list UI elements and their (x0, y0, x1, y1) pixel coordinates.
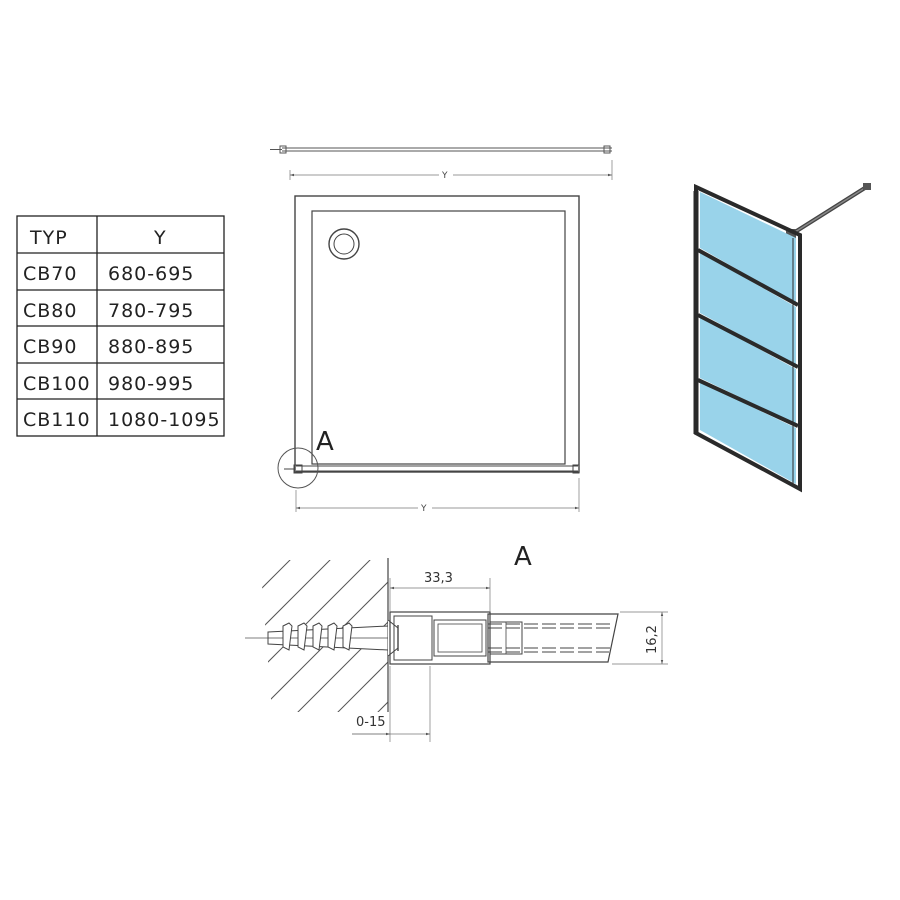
table-header-y: Y (153, 227, 167, 249)
dimension-y-top: Y (289, 160, 613, 181)
panel-3d-view (693, 183, 871, 493)
table-cell-typ: CB110 (23, 409, 91, 431)
table-header-typ: TYP (29, 227, 68, 249)
table-cell-typ: CB80 (23, 300, 77, 322)
dimension-y-bottom: Y (295, 478, 580, 514)
plan-view: Y A Y (270, 145, 613, 514)
table-cell-y: 680-695 (108, 263, 194, 285)
table-cell-y: 780-795 (108, 300, 194, 322)
dim-label-y-bottom: Y (420, 504, 427, 514)
detail-title: A (514, 542, 532, 572)
top-elevation-bar (270, 145, 612, 154)
wall-profile (389, 611, 491, 665)
dimension-gap: 0-15 (352, 666, 431, 742)
table-cell-typ: CB100 (23, 373, 91, 395)
dim-label-gap: 0-15 (356, 715, 386, 730)
table-cell-typ: CB70 (23, 263, 77, 285)
drain-icon (328, 228, 360, 260)
detail-marker: A (277, 427, 334, 489)
table-cell-y: 880-895 (108, 336, 194, 358)
spec-table: TYP Y CB70 680-695 CB80 780-795 CB90 880… (16, 215, 225, 437)
shower-tray (284, 195, 580, 474)
dim-label-width: 33,3 (424, 571, 453, 586)
dimension-height: 16,2 (612, 611, 668, 665)
dim-label-y-top: Y (441, 171, 448, 181)
dim-label-height: 16,2 (645, 625, 660, 654)
detail-section: A (245, 542, 668, 742)
dimension-width: 33,3 (389, 571, 491, 612)
table-cell-typ: CB90 (23, 336, 77, 358)
glass-section (487, 613, 619, 663)
wall-anchor-icon (245, 619, 399, 657)
table-cell-y: 1080-1095 (108, 409, 221, 431)
detail-marker-label: A (316, 427, 334, 457)
table-cell-y: 980-995 (108, 373, 194, 395)
